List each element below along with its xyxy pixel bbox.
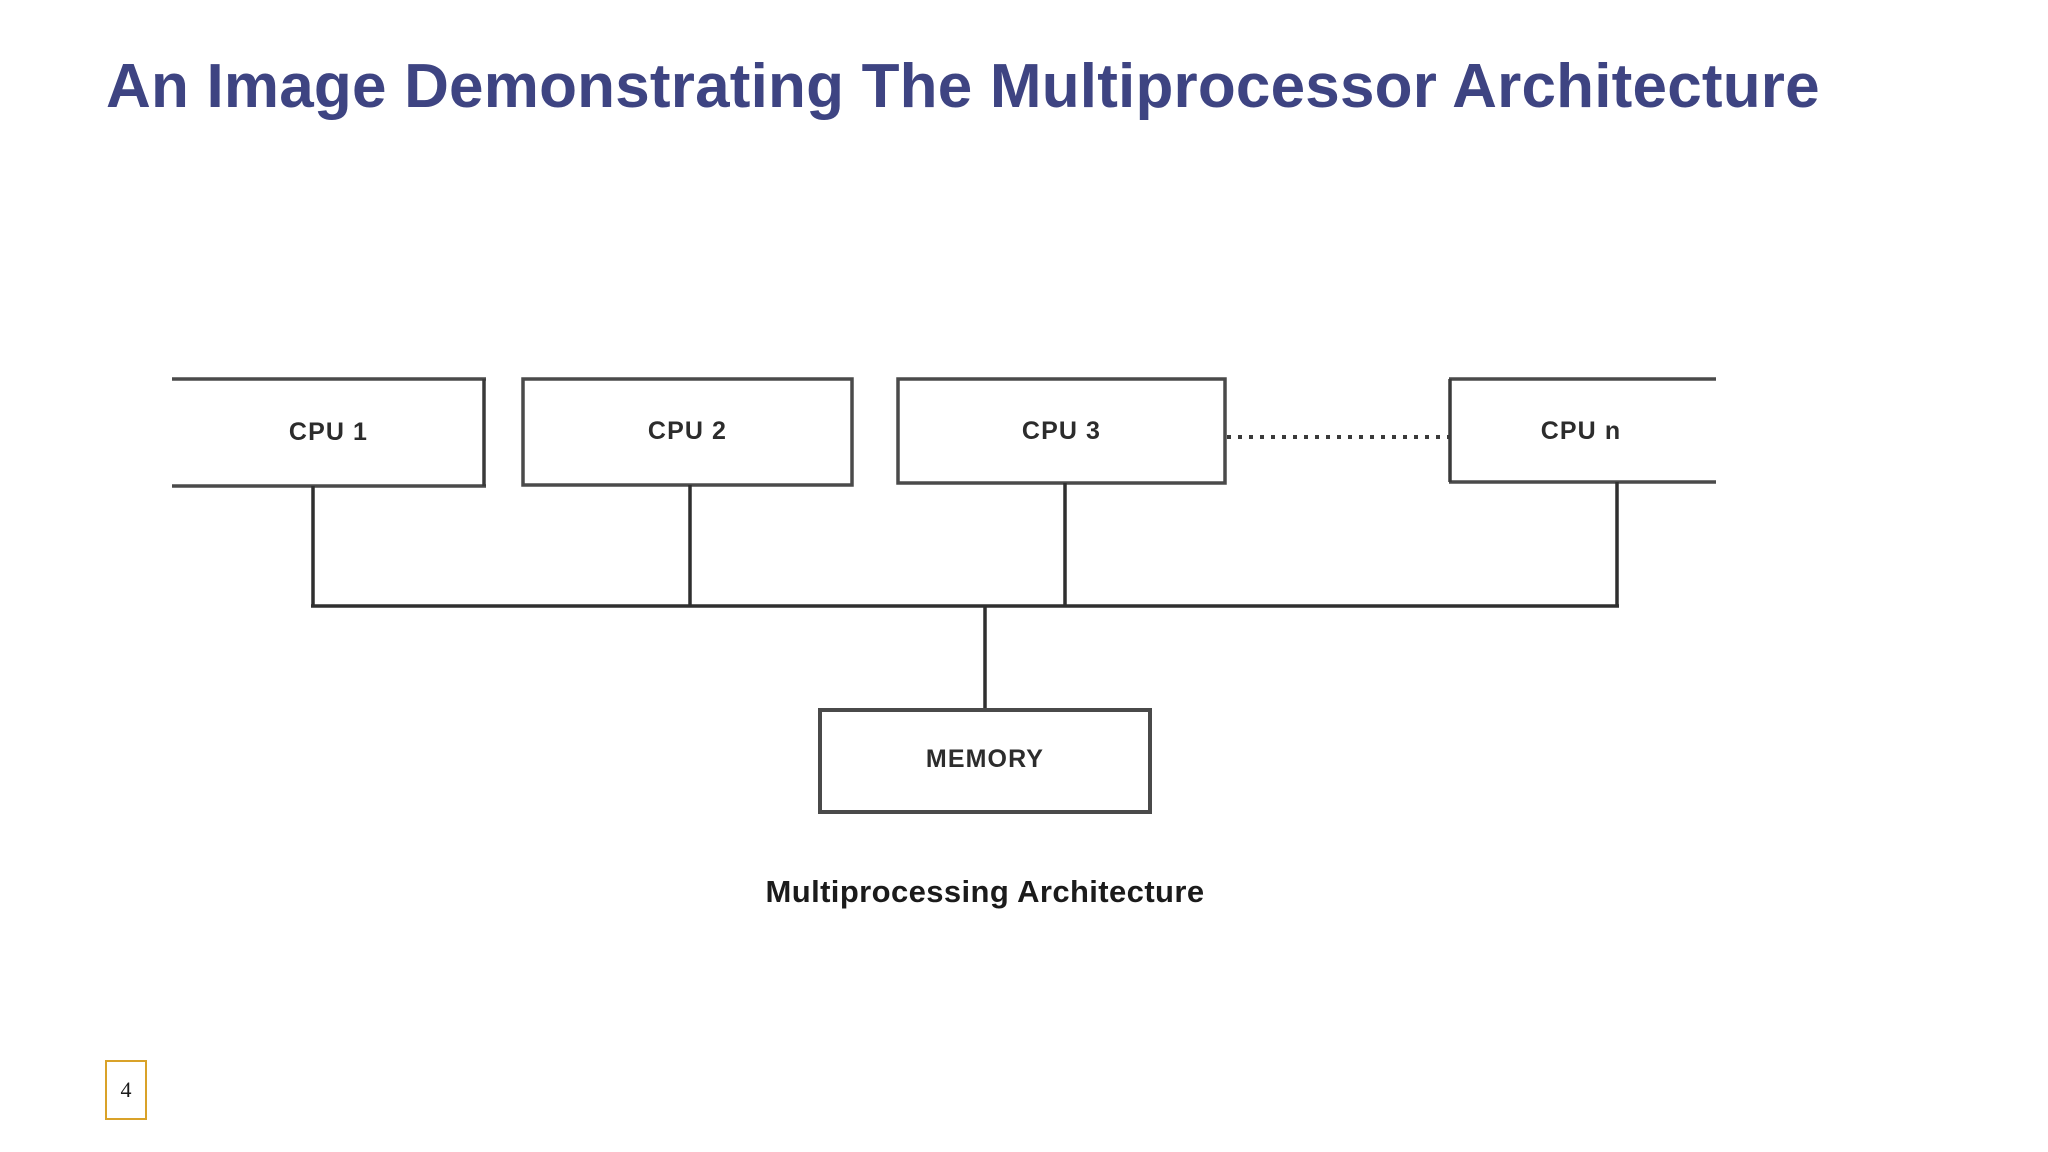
- cpu3-box: [896, 377, 1227, 485]
- cpun-box: [1448, 377, 1716, 484]
- cpu2-box: [521, 377, 854, 487]
- memory-box: [818, 708, 1152, 814]
- cpu1-box: [172, 377, 486, 488]
- memory-label: MEMORY: [925, 745, 1045, 773]
- cpu3-label: CPU 3: [1021, 417, 1102, 445]
- page-number-badge: 4: [105, 1060, 147, 1120]
- cpun-label: CPU n: [1540, 417, 1622, 445]
- page-title: An Image Demonstrating The Multiprocesso…: [106, 52, 1820, 121]
- diagram-caption: Multiprocessing Architecture: [765, 874, 1205, 909]
- cpu2-label: CPU 2: [647, 417, 728, 445]
- cpu1-label: CPU 1: [288, 418, 369, 446]
